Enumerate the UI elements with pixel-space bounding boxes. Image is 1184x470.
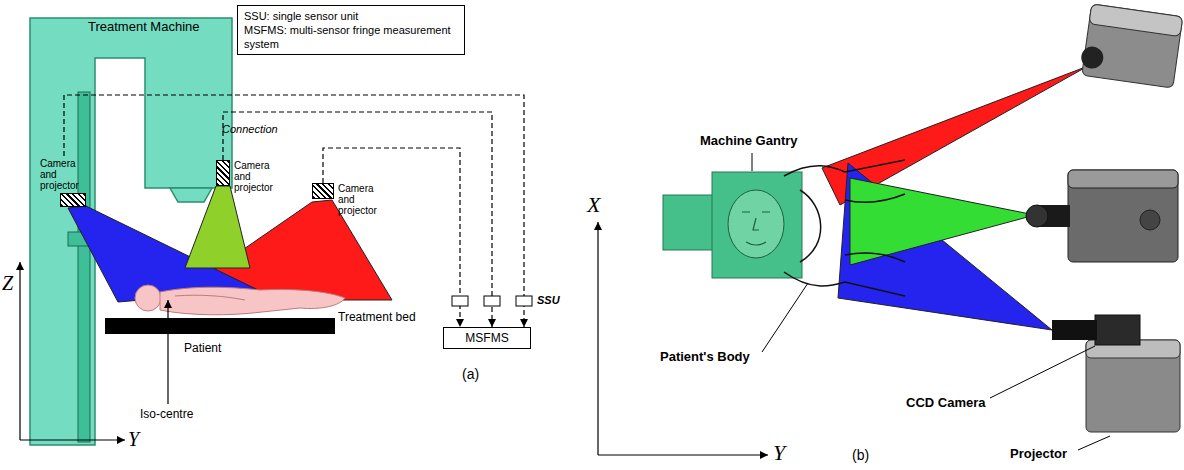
- patient-body-outline: [784, 160, 905, 296]
- panel-label: (b): [852, 447, 869, 463]
- camera-projector-unit: [60, 193, 86, 207]
- ssu-box: [516, 296, 532, 306]
- projector: [1079, 4, 1183, 89]
- ccd-camera-lens: [1052, 320, 1097, 340]
- z-axis: [19, 262, 20, 440]
- x-axis: [597, 222, 598, 455]
- axis-label: Y: [773, 440, 785, 465]
- collimator: [170, 188, 212, 202]
- process-box: MSFMS: [443, 327, 531, 349]
- patient-body: [160, 287, 345, 315]
- green-beam: [185, 186, 250, 268]
- leader-line: [762, 283, 808, 352]
- part-label: CCD Camera: [906, 396, 985, 411]
- part-label: Machine Gantry: [700, 134, 798, 149]
- node-text: Camera and projector: [234, 160, 280, 193]
- node-text: Camera and projector: [40, 158, 86, 191]
- projector-body: [1082, 4, 1183, 88]
- iso-centre-arrow: [167, 300, 168, 404]
- connection-line: [223, 112, 492, 327]
- patient-arm: [175, 295, 245, 300]
- patient-head: [135, 285, 161, 311]
- node-text: MSFMS: multi-sensor fringe measurement s…: [244, 23, 458, 51]
- part-label: Patient's Body: [660, 350, 750, 365]
- patient-face: [728, 190, 784, 258]
- camera-projector-unit: [216, 160, 230, 186]
- machine-rail: [78, 92, 90, 442]
- camera-projector: Camera and projector: [216, 160, 280, 193]
- node-text: MSFMS: [448, 331, 526, 345]
- leader-line: [752, 153, 753, 171]
- gantry-arm: [663, 195, 713, 250]
- y-axis: [20, 439, 125, 440]
- camera-lens-front: [1026, 205, 1048, 227]
- panel-label: (a): [462, 366, 479, 382]
- connection-line: [323, 148, 460, 327]
- part-label: Patient: [184, 342, 221, 356]
- projector-top: [1089, 4, 1183, 37]
- part-label: Treatment bed: [338, 311, 416, 325]
- note-box: SSU: single sensor unitMSFMS: multi-sens…: [237, 5, 465, 55]
- ccd-camera: [1095, 315, 1140, 345]
- face-features: [742, 212, 770, 245]
- camera-projector-unit: [312, 183, 334, 199]
- projector-button: [1140, 210, 1160, 230]
- leader-line: [1078, 436, 1110, 450]
- camera-projector: Camera and projector: [40, 156, 86, 207]
- part-label: Projector: [1010, 447, 1067, 462]
- ssu-box: [452, 296, 468, 306]
- axis-label: X: [587, 192, 600, 217]
- treatment-bed: [105, 318, 335, 334]
- green-beam: [850, 178, 1035, 265]
- axis-label: Z: [2, 272, 13, 295]
- ssu-box: [484, 296, 500, 306]
- blue-beam: [838, 163, 1052, 330]
- projector-body: [1086, 340, 1180, 432]
- connection-label: Connection: [222, 123, 278, 136]
- projector-lens: [1080, 45, 1105, 70]
- axis-label: Y: [128, 428, 139, 451]
- camera-projector: Camera and projector: [312, 183, 384, 216]
- y-axis: [598, 454, 768, 455]
- node-text: SSU: single sensor unit: [244, 9, 458, 23]
- machine-gantry: [712, 172, 802, 278]
- connection-line: [64, 95, 524, 327]
- ssu-label: SSU: [537, 294, 560, 307]
- node-text: Camera and projector: [338, 183, 384, 216]
- part-label: Iso-centre: [140, 408, 193, 422]
- projector-body: [1068, 170, 1178, 262]
- machine-title: Treatment Machine: [88, 20, 200, 35]
- leader-line: [990, 346, 1095, 398]
- projector-top: [1068, 170, 1178, 188]
